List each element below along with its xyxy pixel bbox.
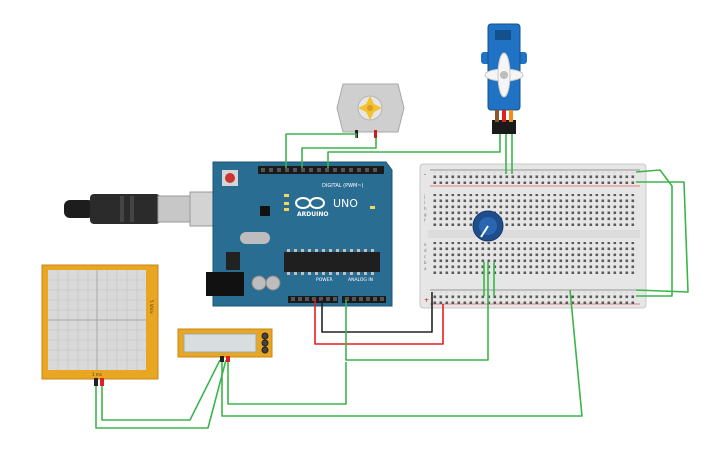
- row-letter: f: [424, 218, 426, 223]
- multimeter[interactable]: [177, 328, 273, 358]
- wire-green[interactable]: [327, 134, 501, 168]
- wire-green[interactable]: [95, 359, 227, 429]
- analog-in-label: ANALOG IN: [348, 277, 373, 283]
- power-label: POWER: [316, 277, 333, 283]
- multimeter-display: [183, 333, 257, 353]
- top-rail-holes[interactable]: [432, 172, 636, 184]
- multimeter-terminal[interactable]: [261, 339, 269, 347]
- multimeter-terminal[interactable]: [261, 332, 269, 340]
- rail-sign-top: -: [424, 171, 426, 178]
- probe-red[interactable]: [100, 378, 104, 386]
- led-tx: [284, 202, 289, 205]
- wire-green[interactable]: [635, 181, 689, 293]
- arduino-model-label: UNO: [333, 197, 358, 210]
- servo-motor[interactable]: [481, 23, 527, 134]
- oscilloscope[interactable]: 5 V/div 1 ms: [41, 264, 159, 380]
- arduino-logo: ARDUINO UNO: [295, 197, 358, 218]
- wire-green[interactable]: [285, 133, 357, 168]
- row-letter: b: [424, 260, 427, 265]
- probe-red[interactable]: [226, 356, 230, 362]
- analog-header[interactable]: [342, 296, 386, 303]
- capacitor: [265, 275, 281, 291]
- wire-green[interactable]: [101, 359, 221, 421]
- probe-black[interactable]: [94, 378, 98, 386]
- bottom-rail-holes[interactable]: [432, 292, 636, 304]
- oscilloscope-volts-label: 5 V/div: [149, 300, 154, 315]
- atmega-chip: [284, 249, 380, 275]
- row-letter: a: [424, 266, 427, 271]
- multimeter-terminal[interactable]: [261, 346, 269, 354]
- led-rx: [284, 208, 289, 211]
- wire-green[interactable]: [635, 169, 673, 297]
- led-l: [284, 194, 289, 197]
- arduino-brand-label: ARDUINO: [297, 211, 328, 218]
- dc-motor[interactable]: [336, 83, 405, 138]
- wire-green[interactable]: [345, 262, 489, 361]
- wire-green[interactable]: [227, 357, 347, 405]
- servo-connector[interactable]: [492, 120, 516, 134]
- row-letter: d: [424, 248, 427, 253]
- capacitor: [251, 275, 267, 291]
- oscilloscope-time-label: 1 ms: [92, 372, 102, 377]
- led-on: [370, 206, 375, 209]
- wires: [94, 133, 689, 429]
- row-letter: c: [424, 254, 426, 259]
- wire-green[interactable]: [221, 289, 583, 417]
- usb-cable[interactable]: [64, 191, 227, 227]
- wire-green[interactable]: [301, 138, 377, 168]
- arduino-uno-board[interactable]: DIGITAL (PWM~) ARDUINO UNO: [206, 161, 393, 307]
- row-letter: e: [424, 242, 427, 247]
- potentiometer[interactable]: [472, 210, 504, 242]
- main-area-holes-top[interactable]: [432, 194, 636, 226]
- row-letter: h: [424, 206, 427, 211]
- rail-sign-bottom: +: [424, 297, 429, 304]
- row-letter: i: [424, 200, 425, 205]
- main-area-holes-bottom[interactable]: [432, 242, 636, 274]
- probe-black[interactable]: [220, 356, 224, 362]
- power-jack: [206, 272, 244, 296]
- row-letter: g: [424, 212, 427, 217]
- digital-header-label: DIGITAL (PWM~): [322, 183, 364, 189]
- breadboard[interactable]: - + j i h g f e d c b a: [419, 163, 647, 309]
- row-letter: j: [423, 194, 425, 199]
- wire-red[interactable]: [314, 300, 444, 345]
- wire-black[interactable]: [321, 292, 433, 333]
